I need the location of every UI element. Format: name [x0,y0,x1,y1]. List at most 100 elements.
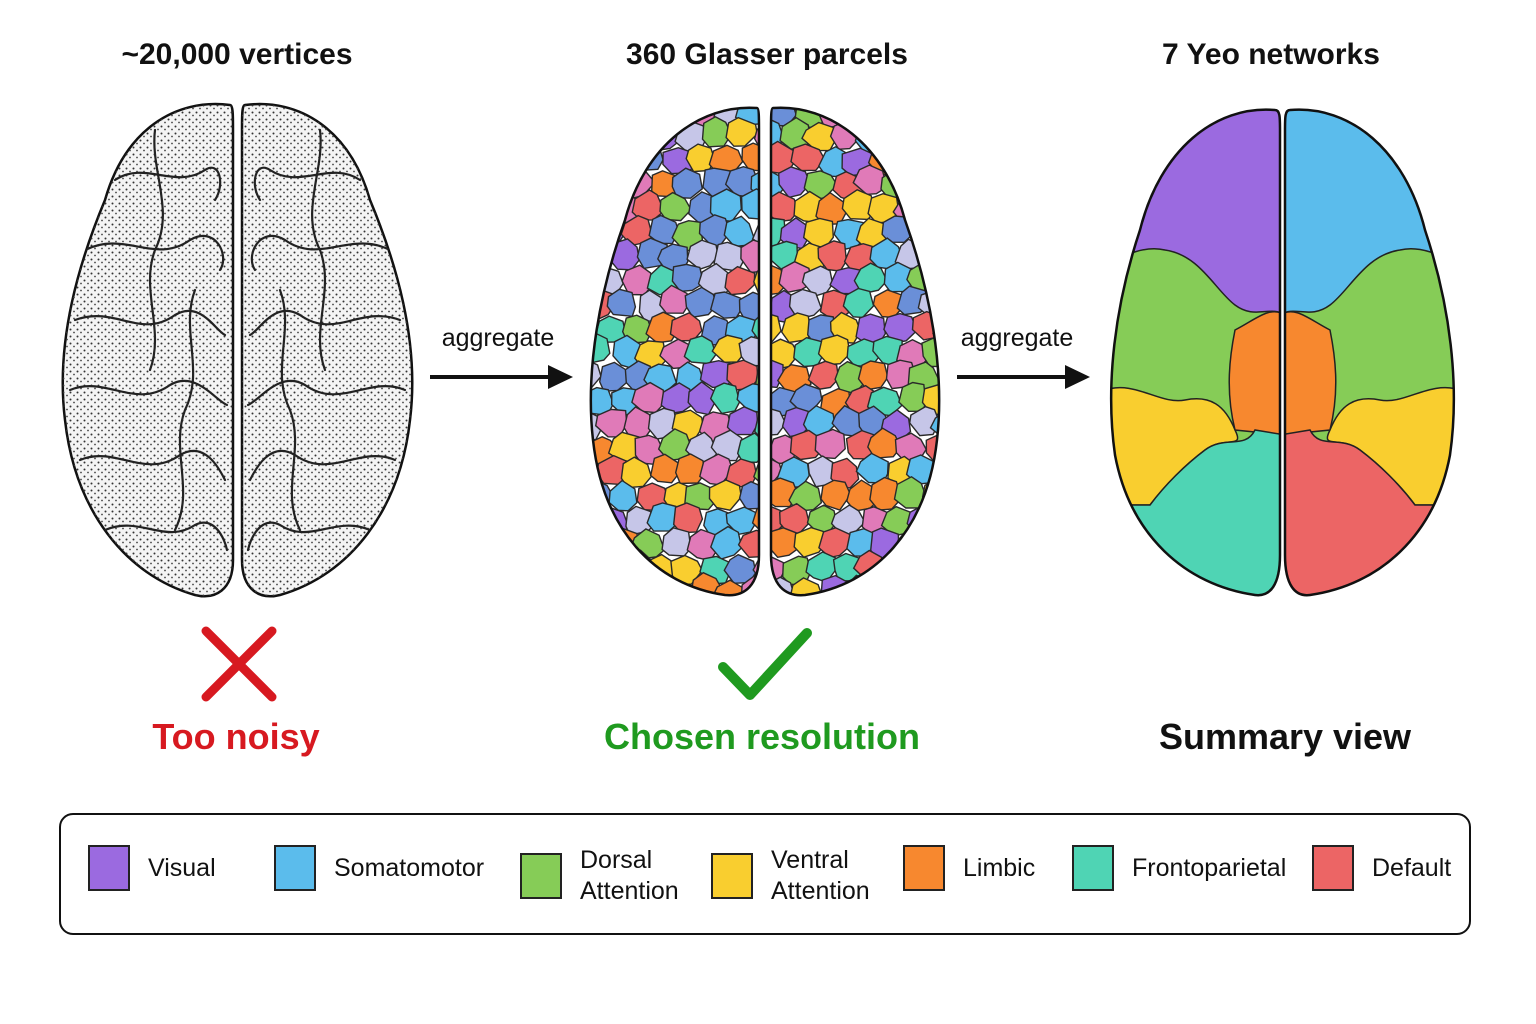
arrow-label-1: aggregate [441,324,555,352]
parcel [590,142,614,174]
parcel [841,189,876,221]
parcel [724,265,756,296]
parcel [898,381,927,413]
caption-too-noisy: Too noisy [152,716,320,757]
parcel [771,527,803,559]
parcel [661,527,692,557]
parcel [814,428,846,460]
legend-swatch [1312,845,1354,891]
parcel [933,219,940,250]
parcel [817,334,851,366]
parcel [788,288,823,321]
right-hemisphere-parcels [771,107,940,596]
parcel [771,311,782,343]
parcel [585,145,588,176]
x-mark-icon [201,626,277,702]
parcel [659,284,689,314]
vertex-brain-illustration [61,102,414,598]
parcel [590,107,612,127]
parcel [741,142,760,172]
parcel [585,574,589,600]
parcel [870,576,903,596]
parcel [646,502,683,532]
left-hemisphere-vertices [61,102,235,598]
parcel [894,140,930,176]
legend-item-default: Default [1312,845,1451,891]
parcel [605,575,640,596]
parcel [590,574,612,596]
parcel [674,453,705,485]
parcel [672,502,704,534]
parcel [725,506,757,536]
parcel [753,120,760,153]
parcel [593,172,628,201]
parcel [771,264,788,297]
parcel [685,143,716,173]
parcel [590,358,602,391]
parcel [649,453,681,484]
parcel [906,170,940,202]
right-arrow-icon [957,365,1090,389]
parcel [938,455,940,484]
right-hemisphere-networks [1285,109,1454,596]
right-hemisphere-outline [769,106,941,597]
caption-summary-view: Summary view [1158,716,1412,757]
parcel [925,432,940,465]
legend-item-visual: Visual [88,845,216,891]
parcel [648,214,680,245]
legend-label: Somatomotor [334,853,485,882]
parcel [709,291,744,319]
parcel [913,552,940,586]
parcel [635,577,668,596]
yeo-network-brain-illustration [1109,108,1456,597]
left-hemisphere-parcels [585,100,760,600]
parcel [771,408,787,437]
parcel [590,263,603,294]
parcel [620,456,653,489]
parcel [590,165,604,200]
parcel [818,107,851,129]
parcel [778,260,813,293]
parcel [777,166,812,199]
legend-label: Visual [148,853,216,882]
parcel [936,264,940,296]
parcel [734,107,760,126]
legend-swatch [520,853,562,899]
parcel [585,431,586,459]
panel-title-yeo: 7 Yeo networks [1162,38,1380,71]
parcel [936,169,940,203]
parcel [585,100,587,129]
parcel [606,107,640,125]
parcel [738,480,760,510]
right-hemisphere-vertices [240,102,414,598]
parcel [857,360,889,391]
parcel [752,552,760,582]
parcel [621,119,657,152]
parcel [585,192,586,221]
parcel [684,286,718,318]
parcel [671,263,705,293]
parcel [929,506,940,535]
parcel [751,504,760,535]
parcel [590,530,612,560]
parcel [919,140,940,174]
right-hemisphere-outline [1283,108,1456,597]
parcel [771,357,784,389]
parcel [752,459,760,492]
parcel [771,191,799,223]
parcel [726,406,759,436]
parcel [880,552,914,585]
parcel [751,218,760,250]
parcel [793,336,824,368]
parcel [852,164,888,196]
parcel [607,147,640,177]
parcel [631,189,665,221]
parcel [585,241,589,274]
parcel [585,477,588,508]
parcel [608,479,638,512]
parcel [590,554,600,586]
